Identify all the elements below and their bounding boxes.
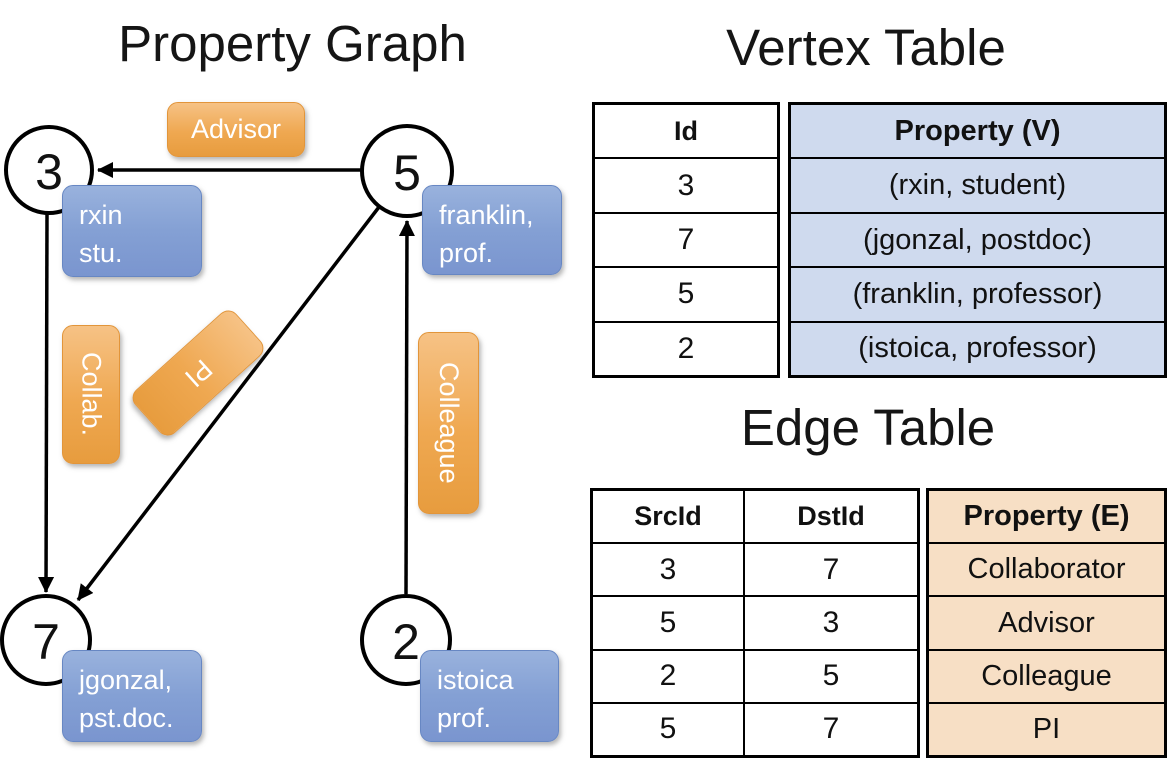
vertex-table-property-cell: (franklin, professor): [791, 266, 1164, 321]
node-2-id: 2: [392, 614, 420, 670]
edge-table-row: 5 7: [593, 701, 917, 756]
edge-table-srcdst-columns: SrcId DstId 3 7 5 3 2 5 5 7: [590, 488, 920, 758]
vertex-label-istoica-line2: prof.: [437, 703, 492, 734]
edge-table-src-cell: 5: [659, 712, 677, 746]
edge-label-colleague-text: Colleague: [434, 362, 464, 484]
edge-table-row: 5 3: [593, 595, 917, 649]
edge-table-src-cell: 5: [659, 606, 677, 639]
vertex-table-property-cell: (istoica, professor): [791, 320, 1164, 376]
vertex-label-franklin-line2: prof.: [439, 238, 494, 269]
vertex-table-id-cell: 3: [595, 157, 777, 211]
vertex-table-id-cell: 7: [595, 211, 777, 266]
edge-table-src-cell: 3: [659, 552, 677, 586]
vertex-label-rxin: rxin stu.: [62, 185, 202, 277]
edge-label-advisor: Advisor: [167, 102, 305, 157]
edge-label-advisor-text: Advisor: [190, 114, 282, 144]
edge-label-pi-text: PI: [178, 353, 218, 394]
edge-table-dst-header: DstId: [743, 491, 917, 543]
edge-label-collab: Collab.: [62, 325, 120, 464]
node-3-id: 3: [35, 144, 63, 200]
edge-table-src-cell: 2: [659, 659, 677, 693]
vertex-label-franklin: franklin, prof.: [422, 185, 562, 275]
vertex-label-rxin-line1: rxin: [79, 200, 123, 230]
edge-table-row: 2 5: [593, 648, 917, 702]
vertex-table-id-cell: 5: [595, 266, 777, 320]
vertex-label-jgonzal-line2: pst.doc.: [79, 703, 174, 734]
edge-table-header-row: SrcId DstId: [593, 491, 917, 543]
edge-table-row: 3 7: [593, 542, 917, 596]
edge-table-dst-cell: 7: [743, 703, 917, 756]
vertex-table-property-column: Property (V) (rxin, student) (jgonzal, p…: [788, 102, 1167, 378]
vertex-table-id-cell: 2: [595, 320, 777, 375]
vertex-table-property-header: Property (V): [791, 105, 1164, 158]
edge-table-property-header: Property (E): [929, 491, 1164, 543]
node-7-id: 7: [32, 614, 60, 670]
edge-collab-arrow: [38, 213, 55, 593]
edge-pi-arrow: [76, 205, 381, 602]
edge-table-property-cell: Colleague: [929, 648, 1164, 702]
vertex-table-id-header: Id: [674, 115, 698, 146]
edge-label-colleague: Colleague: [418, 332, 479, 514]
property-graph-title: Property Graph: [118, 15, 467, 72]
edge-table-property-cell: Advisor: [929, 595, 1164, 649]
vertex-label-istoica-line1: istoica: [437, 665, 514, 695]
edge-table-dst-cell: 5: [743, 650, 917, 702]
edge-table-property-cell: Collaborator: [929, 542, 1164, 596]
vertex-table-id-column: Id 3 7 5 2: [592, 102, 780, 378]
edge-table-src-header: SrcId: [634, 501, 702, 532]
vertex-label-istoica-text: istoica prof.: [421, 651, 514, 738]
vertex-label-rxin-text: rxin stu.: [63, 186, 123, 273]
graph-canvas: 3 5 7 2: [0, 124, 454, 686]
vertex-label-franklin-line1: franklin,: [439, 200, 534, 230]
vertex-table-property-cell: (rxin, student): [791, 157, 1164, 212]
vertex-table-title: Vertex Table: [726, 19, 1006, 76]
edge-table-dst-cell: 3: [743, 597, 917, 649]
vertex-label-rxin-line2: stu.: [79, 238, 123, 269]
vertex-label-jgonzal-text: jgonzal, pst.doc.: [63, 651, 174, 738]
edge-label-collab-text: Collab.: [76, 352, 107, 437]
edge-table-property-cell: PI: [929, 701, 1164, 756]
vertex-table-property-cell: (jgonzal, postdoc): [791, 211, 1164, 267]
edge-table-title: Edge Table: [740, 399, 996, 456]
vertex-label-jgonzal-line1: jgonzal,: [79, 665, 173, 695]
edge-colleague-arrow: [398, 220, 415, 595]
vertex-label-jgonzal: jgonzal, pst.doc.: [62, 650, 202, 742]
node-5-id: 5: [393, 145, 421, 201]
edge-table-dst-cell: 7: [743, 544, 917, 596]
vertex-label-franklin-text: franklin, prof.: [423, 186, 534, 273]
edge-table-property-column: Property (E) Collaborator Advisor Collea…: [926, 488, 1167, 758]
vertex-label-istoica: istoica prof.: [420, 650, 559, 742]
